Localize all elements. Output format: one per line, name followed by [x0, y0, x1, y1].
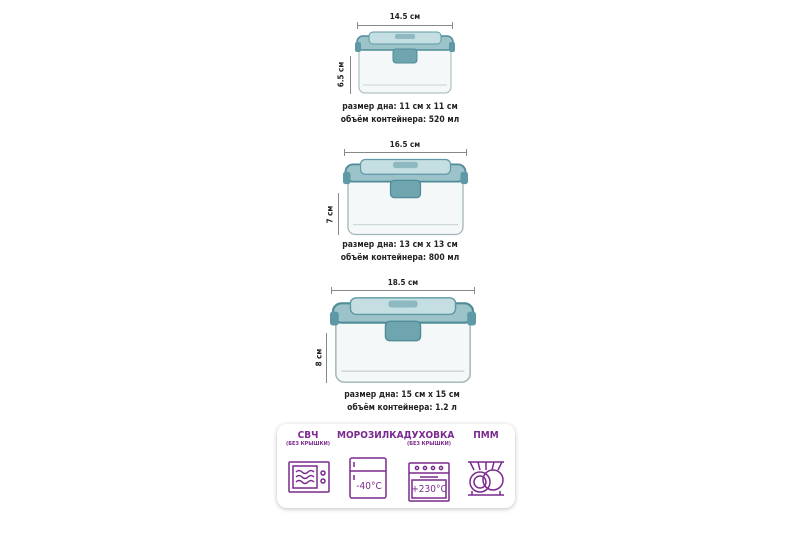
freezer-temperature: -40°C — [356, 481, 382, 492]
container-image — [343, 157, 468, 237]
badge-title: МОРОЗИЛКА — [337, 430, 404, 441]
freezer-icon — [349, 457, 387, 499]
badge-subtitle: (БЕЗ КРЫШКИ) — [285, 441, 330, 447]
container-image — [355, 30, 455, 95]
volume-text: объём контейнера: 1.2 л — [347, 403, 457, 413]
width-label: 16.5 см — [389, 140, 421, 149]
height-label: 6.5 см — [336, 61, 346, 88]
base-size-text: размер дна: 15 см х 15 см — [344, 390, 460, 400]
usage-badges-panel: СВЧ (БЕЗ КРЫШКИ) МОРОЗИЛКА -40°C ДУХОВКА… — [277, 424, 515, 508]
base-size-text: размер дна: 13 см х 13 см — [342, 240, 458, 250]
oven-icon — [408, 462, 450, 502]
microwave-icon — [288, 461, 330, 493]
badge-freezer: МОРОЗИЛКА -40°C — [337, 430, 404, 499]
badge-dishwasher: ПММ — [457, 430, 515, 496]
badge-title: СВЧ — [297, 430, 319, 441]
width-dimension-line — [344, 149, 467, 156]
volume-text: объём контейнера: 800 мл — [340, 253, 460, 263]
container-image — [330, 295, 476, 385]
badge-oven: ДУХОВКА (БЕЗ КРЫШКИ) +230°C — [398, 430, 460, 502]
badge-title: ПММ — [473, 430, 499, 441]
badge-subtitle: (БЕЗ КРЫШКИ) — [406, 441, 451, 447]
badge-microwave: СВЧ (БЕЗ КРЫШКИ) — [279, 430, 337, 493]
width-dimension-line — [331, 287, 475, 294]
height-label: 8 см — [314, 348, 324, 367]
height-label: 7 см — [325, 205, 335, 224]
height-dimension-line — [338, 193, 339, 235]
dishwasher-icon — [468, 461, 504, 496]
volume-text: объём контейнера: 520 мл — [340, 115, 460, 125]
height-dimension-line — [326, 333, 327, 383]
height-dimension-line — [350, 56, 351, 94]
width-dimension-line — [357, 22, 453, 29]
width-label: 18.5 см — [387, 278, 419, 287]
oven-temperature: +230°C — [411, 484, 447, 495]
width-label: 14.5 см — [389, 12, 421, 21]
badge-title: ДУХОВКА — [403, 430, 455, 441]
base-size-text: размер дна: 11 см х 11 см — [342, 102, 458, 112]
